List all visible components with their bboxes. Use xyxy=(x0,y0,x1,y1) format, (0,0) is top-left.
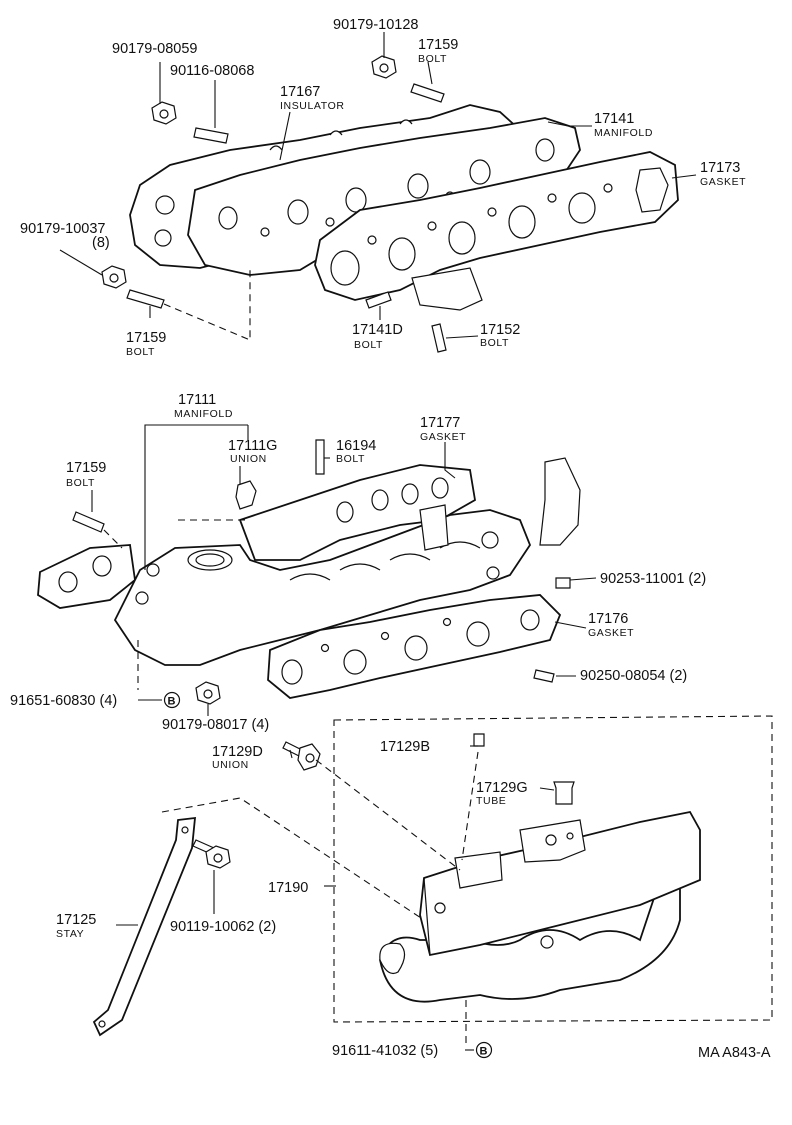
bolt-17129B xyxy=(473,733,485,747)
label-qty-8: (8) xyxy=(92,235,110,251)
stud-17152 xyxy=(431,323,447,353)
label-90250-08054: 90250-08054 (2) xyxy=(580,668,687,684)
plenum-17190-drawing xyxy=(379,810,701,1003)
label-stay-17125: STAY xyxy=(56,928,84,940)
gasket-17173-drawing xyxy=(314,151,679,311)
top-leader-lines xyxy=(59,32,697,341)
label-17129B: 17129B xyxy=(380,739,430,755)
label-90179-08059: 90179-08059 xyxy=(112,41,197,57)
label-17177: 17177 xyxy=(420,415,460,431)
dashed-box-17190 xyxy=(333,715,773,1023)
bolt-16194 xyxy=(315,439,325,475)
nut-90179-08017 xyxy=(195,681,221,705)
label-17125: 17125 xyxy=(56,912,96,928)
stud-17159-mid xyxy=(72,511,105,533)
stud-90253-11001 xyxy=(555,577,571,589)
label-17111: 17111 xyxy=(178,392,216,408)
label-bolt-mid: BOLT xyxy=(66,477,95,489)
label-17111G: 17111G xyxy=(228,438,277,454)
stud-17159-top xyxy=(410,83,445,103)
union-17111G xyxy=(235,480,257,510)
label-bolt-top: BOLT xyxy=(418,53,447,65)
label-union-17111G: UNION xyxy=(230,453,267,465)
stud-90116-08068 xyxy=(193,127,229,144)
label-90253-11001: 90253-11001 (2) xyxy=(600,571,706,587)
stay-17125-drawing xyxy=(92,816,197,1037)
label-union-17129D: UNION xyxy=(212,759,249,771)
nut-90179-10037 xyxy=(101,265,127,289)
label-17173: 17173 xyxy=(700,160,740,176)
stud-17159-left xyxy=(126,289,165,309)
label-91611-41032: 91611-41032 (5) xyxy=(332,1043,438,1059)
union-17129D xyxy=(282,741,321,771)
label-17159-top: 17159 xyxy=(418,37,458,53)
label-gasket-17173: GASKET xyxy=(700,176,746,188)
label-manifold-17111: MANIFOLD xyxy=(174,408,233,420)
label-bolt-17152: BOLT xyxy=(480,337,509,349)
part-labels: 90179-10128 17159 BOLT 90179-08059 90116… xyxy=(10,17,771,1061)
label-insulator: INSULATOR xyxy=(280,100,345,112)
gasket-17177-drawing xyxy=(238,457,581,561)
label-gasket-17177: GASKET xyxy=(420,431,466,443)
label-90179-10128: 90179-10128 xyxy=(333,17,418,33)
label-91651-60830: 91651-60830 (4) xyxy=(10,693,117,709)
gasket-17159-plate xyxy=(37,544,136,609)
ref-b1-text: B xyxy=(168,696,176,708)
manifold-17111-drawing xyxy=(113,504,532,666)
ref-circle-b1 xyxy=(163,691,181,709)
stud-17141D xyxy=(365,291,392,309)
label-17159-left: 17159 xyxy=(126,330,166,346)
nut-90179-10128 xyxy=(371,55,397,79)
ref-b2-text: B xyxy=(480,1046,488,1058)
bottom-leader-lines xyxy=(116,745,555,1051)
label-bolt-16194: BOLT xyxy=(336,453,365,465)
label-16194: 16194 xyxy=(336,438,376,454)
label-gasket-17176: GASKET xyxy=(588,627,634,639)
label-17141D: 17141D xyxy=(352,322,403,338)
label-bolt-17141D: BOLT xyxy=(354,339,383,351)
label-90116-08068: 90116-08068 xyxy=(170,63,254,79)
label-17129G: 17129G xyxy=(476,780,528,796)
tube-17129G xyxy=(553,781,575,805)
nut-90179-08059 xyxy=(151,101,177,125)
label-17129D: 17129D xyxy=(212,744,263,760)
label-manifold-17141: MANIFOLD xyxy=(594,127,653,139)
label-17167: 17167 xyxy=(280,84,320,100)
label-17190: 17190 xyxy=(268,880,308,896)
label-17159-mid: 17159 xyxy=(66,460,106,476)
label-90179-08017: 90179-08017 (4) xyxy=(162,717,269,733)
figure-code: MA A843-A xyxy=(698,1045,771,1061)
label-17176: 17176 xyxy=(588,611,628,627)
label-bolt-left: BOLT xyxy=(126,346,155,358)
bolt-90119-10062 xyxy=(192,839,231,869)
label-17152: 17152 xyxy=(480,322,520,338)
gasket-17176-drawing xyxy=(267,594,562,699)
label-17141: 17141 xyxy=(594,111,634,127)
stud-90250-08054 xyxy=(533,669,555,683)
label-tube-17129G: TUBE xyxy=(476,795,506,807)
middle-leader-lines xyxy=(91,424,597,716)
label-90179-10037: 90179-10037 xyxy=(20,221,105,237)
label-90119-10062: 90119-10062 (2) xyxy=(170,919,276,935)
ref-circle-b2 xyxy=(475,1041,493,1059)
